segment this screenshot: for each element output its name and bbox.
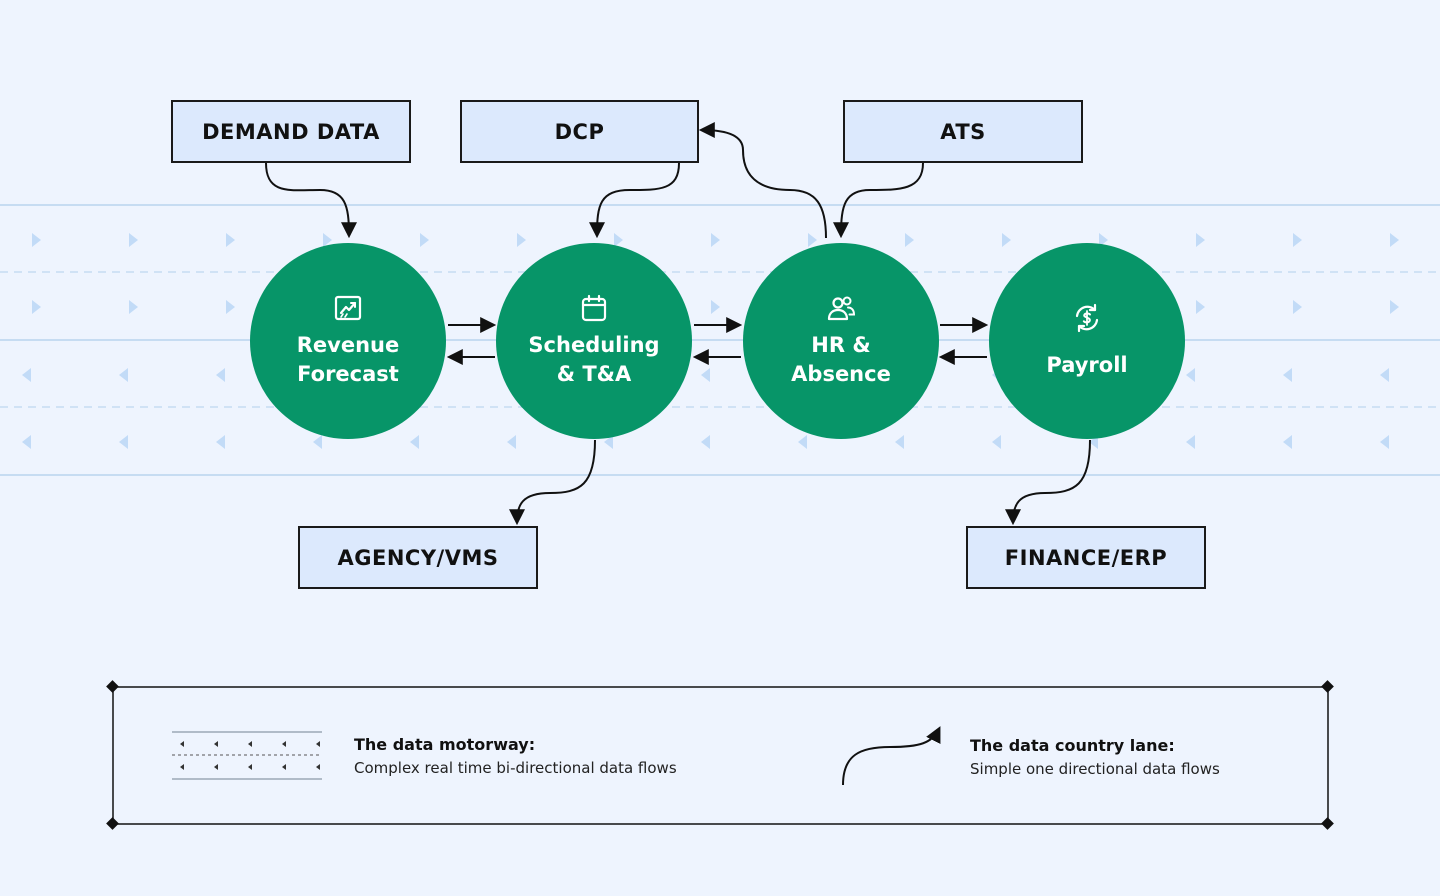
- revenue-forecast-label: Revenue Forecast: [296, 333, 400, 386]
- legend-chevron: [214, 741, 218, 747]
- legend-chevron: [248, 741, 252, 747]
- lane-chevron: [226, 300, 235, 314]
- lane-chevron: [1283, 368, 1292, 382]
- finance-erp-box: FINANCE/ERP: [966, 526, 1206, 589]
- lane-chevron: [711, 233, 720, 247]
- legend-chevron: [214, 764, 218, 770]
- lane-chevron: [614, 233, 623, 247]
- flow-arrow-demand-to-revenue: [265, 162, 357, 239]
- lane-chevron: [1283, 435, 1292, 449]
- lane-chevron: [1390, 300, 1399, 314]
- lane-chevron: [905, 233, 914, 247]
- dcp-box: DCP: [460, 100, 699, 163]
- lane-chevron: [1380, 435, 1389, 449]
- legend-chevron: [316, 741, 320, 747]
- lane-chevron: [1002, 233, 1011, 247]
- lane-chevron: [808, 233, 817, 247]
- demand-data-label: DEMAND DATA: [202, 119, 380, 144]
- flow-arrow-hr-to-dcp: [698, 122, 827, 239]
- lane-chevron: [129, 300, 138, 314]
- payroll-label: Payroll: [1046, 352, 1128, 377]
- lane-chevron: [32, 233, 41, 247]
- lane-chevron: [32, 300, 41, 314]
- motorway-legend-description: Complex real time bi-directional data fl…: [354, 759, 677, 777]
- people-icon: [827, 296, 856, 321]
- country-lane-legend-swatch: [842, 726, 941, 786]
- scheduling-node: Scheduling & T&A: [496, 243, 692, 439]
- currency-exchange-icon: [1075, 303, 1099, 332]
- data-motorway: [0, 204, 1440, 476]
- scheduling-label: Scheduling & T&A: [528, 333, 660, 386]
- lane-chevron: [119, 435, 128, 449]
- lane-chevron: [992, 435, 1001, 449]
- lane-chevron: [895, 435, 904, 449]
- lane-chevron: [1380, 368, 1389, 382]
- legend-chevron: [316, 764, 320, 770]
- lane-chevron: [410, 435, 419, 449]
- legend-chevron: [282, 741, 286, 747]
- lane-chevron: [226, 233, 235, 247]
- lane-chevron: [701, 368, 710, 382]
- frame-corner-marker: [106, 817, 119, 830]
- legend-frame: [106, 680, 1334, 830]
- lane-chevron: [517, 233, 526, 247]
- lane-chevron: [798, 435, 807, 449]
- lane-chevron: [216, 435, 225, 449]
- lane-chevron: [22, 368, 31, 382]
- lane-chevron: [1293, 300, 1302, 314]
- lane-chevron: [313, 435, 322, 449]
- lane-chevron: [323, 233, 332, 247]
- lane-chevron: [216, 368, 225, 382]
- demand-data-box: DEMAND DATA: [171, 100, 411, 163]
- agency-vms-box: AGENCY/VMS: [298, 526, 538, 589]
- motorway-legend-swatch: [172, 731, 322, 780]
- legend-chevron: [180, 764, 184, 770]
- chart-icon: [334, 295, 362, 321]
- flow-arrow-ats-to-hr: [833, 162, 924, 239]
- legend-chevron: [282, 764, 286, 770]
- lane-chevron: [1196, 300, 1205, 314]
- ats-box: ATS: [843, 100, 1083, 163]
- ats-label: ATS: [940, 119, 986, 144]
- lane-chevron: [1186, 368, 1195, 382]
- legend-chevron: [180, 741, 184, 747]
- lane-chevron: [119, 368, 128, 382]
- hr-absence-label: HR & Absence: [791, 333, 891, 386]
- lane-chevron: [701, 435, 710, 449]
- legend-chevron: [248, 764, 252, 770]
- frame-corner-marker: [106, 680, 119, 693]
- finance-erp-label: FINANCE/ERP: [1004, 545, 1168, 570]
- flow-arrow-payroll-to-finance: [1005, 439, 1091, 526]
- country-lane-legend-description: Simple one directional data flows: [970, 760, 1220, 778]
- lane-chevron: [1293, 233, 1302, 247]
- frame-corner-marker: [1321, 817, 1334, 830]
- lane-chevron: [711, 300, 720, 314]
- lane-chevron: [1390, 233, 1399, 247]
- lane-chevron: [22, 435, 31, 449]
- payroll-node: Payroll: [989, 243, 1185, 439]
- revenue-forecast-node: Revenue Forecast: [250, 243, 446, 439]
- flow-arrow-dcp-to-scheduling: [589, 162, 680, 239]
- flow-arrow-scheduling-to-agency: [509, 439, 596, 526]
- lane-chevron: [507, 435, 516, 449]
- lane-chevron: [604, 435, 613, 449]
- agency-vms-label: AGENCY/VMS: [337, 545, 499, 570]
- country-lane-legend-title: The data country lane:: [970, 736, 1175, 755]
- dcp-label: DCP: [554, 119, 605, 144]
- hr-absence-node: HR & Absence: [743, 243, 939, 439]
- motorway-legend-title: The data motorway:: [354, 735, 536, 754]
- lane-chevron: [1186, 435, 1195, 449]
- lane-chevron: [129, 233, 138, 247]
- lane-chevron: [420, 233, 429, 247]
- data-country-lanes: [265, 122, 1091, 526]
- calendar-icon: [581, 294, 607, 322]
- lane-chevron: [1196, 233, 1205, 247]
- frame-corner-marker: [1321, 680, 1334, 693]
